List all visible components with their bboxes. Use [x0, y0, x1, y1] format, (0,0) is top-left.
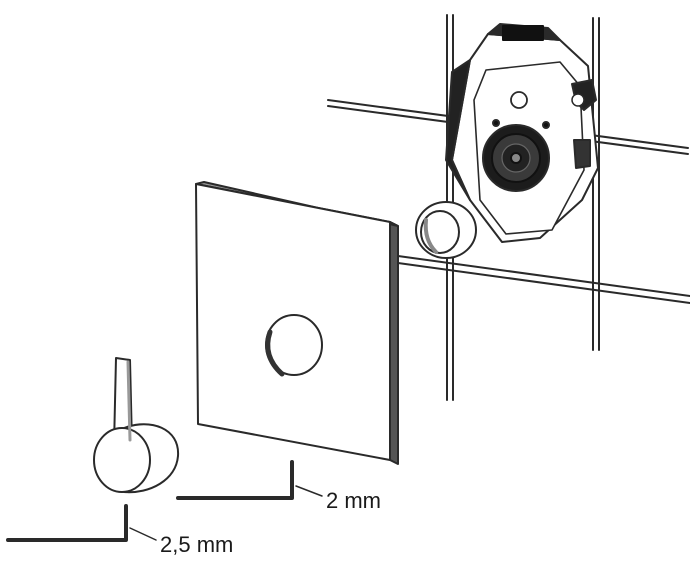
cover-plate-edge — [389, 221, 399, 465]
hex-key-large-shape — [6, 504, 128, 542]
concealed-valve-body — [445, 23, 599, 243]
valve-housing-side — [445, 59, 471, 201]
cover-plate — [195, 181, 399, 465]
tile-joint-horizontal-bottom-inner — [397, 262, 690, 304]
valve-side-pipe-lower — [573, 139, 591, 169]
valve-top-hole — [510, 91, 528, 109]
valve-screw-left — [492, 119, 500, 127]
lever-handle-front — [93, 427, 151, 493]
lever-handle-blade-shade — [126, 360, 132, 442]
hex-key-small-shape — [176, 460, 294, 500]
valve-cartridge-spindle — [510, 152, 522, 164]
hex-key-large-leader — [129, 527, 157, 541]
sleeve-ring-shade — [423, 218, 438, 254]
hex-key-large: 2,5 mm — [6, 504, 233, 557]
lever-handle — [93, 357, 180, 494]
tile-joint-horizontal-bottom — [397, 255, 690, 297]
valve-side-nut — [571, 93, 585, 107]
valve-top-connector — [502, 25, 544, 41]
hex-key-small-leader — [295, 485, 323, 497]
hex-key-small-label: 2 mm — [326, 488, 381, 513]
sleeve-ring — [415, 201, 477, 259]
hex-key-small: 2 mm — [176, 460, 381, 513]
hex-key-large-label: 2,5 mm — [160, 532, 233, 557]
cover-plate-hole-shade — [265, 329, 285, 377]
valve-screw-right — [542, 121, 550, 129]
